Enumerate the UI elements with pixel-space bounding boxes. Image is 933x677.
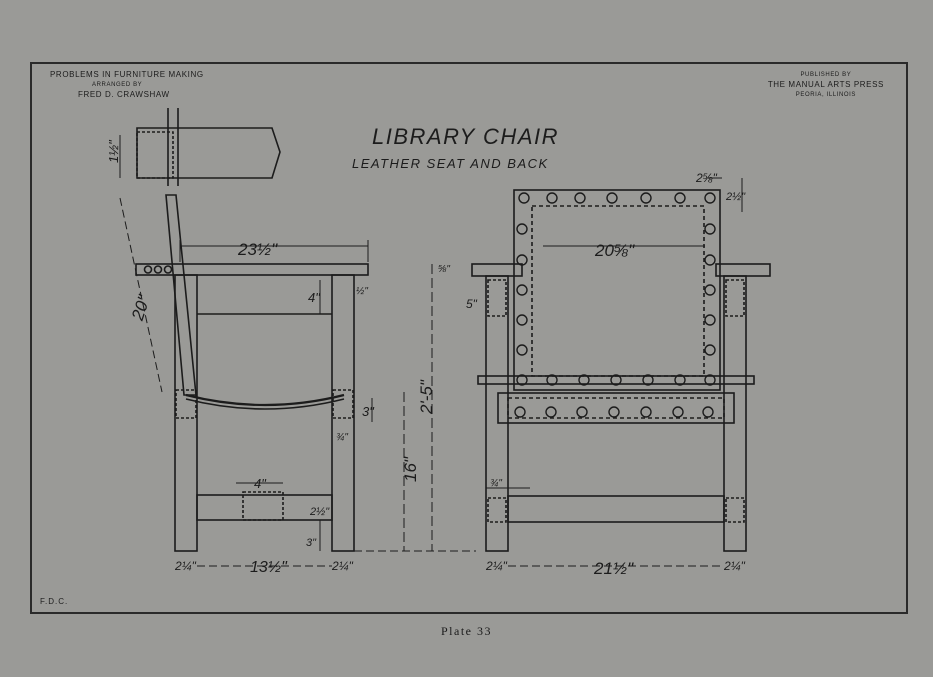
draftsman-initials: F.D.C. xyxy=(40,597,69,606)
right-arm-end xyxy=(715,263,771,277)
dim-leg-left: 2¼" xyxy=(174,559,197,573)
mortise-detail xyxy=(136,131,174,179)
series-title: Problems in Furniture Making xyxy=(50,70,204,79)
dim-front-leg-left: 2¼" xyxy=(485,559,508,573)
upholstery-nails xyxy=(514,192,716,418)
dim-stretcher-depth: 2½" xyxy=(309,506,330,518)
dim-arm-thickness: 1½" xyxy=(106,139,121,163)
drawing-title: Library Chair xyxy=(372,124,559,149)
dim-stretcher-width: 4" xyxy=(254,476,267,491)
dim-top-post: 2⅝" xyxy=(695,171,718,185)
leather-back-panel xyxy=(531,205,705,377)
plate-caption: Plate 33 xyxy=(441,624,492,638)
dim-side-rail-depth: 3" xyxy=(362,404,375,419)
arm-section-detail xyxy=(136,127,281,179)
front-leg xyxy=(331,274,355,552)
publisher-credit: Published by The Manual Arts Press Peori… xyxy=(768,70,884,100)
back-cross-rod xyxy=(477,375,755,385)
dim-side-span: 13½" xyxy=(250,559,288,576)
leather-seat-sling xyxy=(185,393,345,407)
series-credit: Problems in Furniture Making Arranged by… xyxy=(50,70,204,100)
seat-front-rail xyxy=(497,392,735,424)
author-name: Fred D. Crawshaw xyxy=(78,90,170,99)
dim-top-post-height: 2½" xyxy=(725,191,746,203)
publisher-name: The Manual Arts Press xyxy=(767,80,884,89)
dim-front-low: ¾" xyxy=(490,478,502,489)
front-left-leg xyxy=(485,275,509,552)
dim-rail-width: 4" xyxy=(308,290,321,305)
drawing-plate: Problems in Furniture Making Arranged by… xyxy=(30,62,908,614)
dim-front-span: 21½" xyxy=(593,559,634,578)
dim-arm-length: 23½" xyxy=(237,240,278,259)
dim-back-width: 20⅝" xyxy=(594,241,635,260)
front-right-leg xyxy=(723,275,747,552)
dim-total-height: 2'-5" xyxy=(417,379,436,415)
dim-front-leg-right: 2¼" xyxy=(723,559,746,573)
dim-front-arm-height: ⅝" xyxy=(438,264,450,275)
published-by-label: Published by xyxy=(800,72,852,78)
dim-arm-offset: ½" xyxy=(356,286,368,297)
dim-side-rail-offset: ¾" xyxy=(336,432,348,443)
back-post xyxy=(165,194,197,396)
arm-rail xyxy=(135,263,369,276)
front-stretcher xyxy=(507,495,725,523)
back-frame xyxy=(513,189,721,391)
dim-back-slant: 20" xyxy=(128,292,154,323)
dim-seat-height: 16" xyxy=(401,456,420,482)
publisher-location: Peoria, Illinois xyxy=(795,92,857,98)
dim-front-rail: 5" xyxy=(466,297,478,311)
drawing-subtitle: Leather Seat and Back xyxy=(352,156,549,171)
arranged-by-label: Arranged by xyxy=(92,82,143,88)
side-view xyxy=(135,108,369,552)
dimension-lines xyxy=(119,135,743,567)
back-leg xyxy=(174,274,198,552)
dim-stretcher-height: 3" xyxy=(306,537,317,549)
dim-leg-right: 2¼" xyxy=(331,559,354,573)
